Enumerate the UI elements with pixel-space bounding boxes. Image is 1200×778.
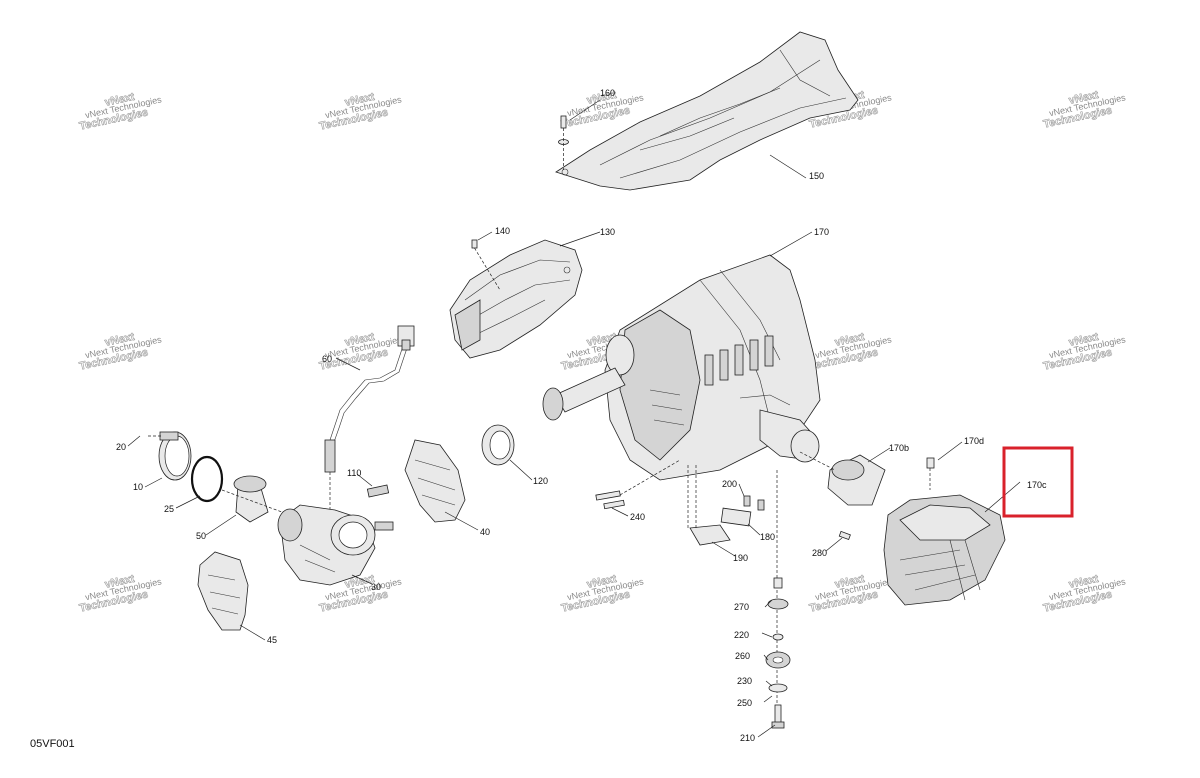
callout-180: 180 [760,532,775,542]
bracket-180-part [720,495,765,527]
callout-25: 25 [164,504,174,514]
callout-240: 240 [630,512,645,522]
callout-120: 120 [533,476,548,486]
clamp-50-part [221,475,291,523]
shield-45-part [197,551,249,631]
bolt-140-part [471,239,501,291]
leader-lines [127,99,1021,738]
callout-20: 20 [116,442,126,452]
connector-110-part [366,484,390,498]
callout-170b: 170b [889,443,909,453]
callout-170: 170 [814,227,829,237]
highlight-box-170c [1002,446,1074,518]
shield-40-part [404,439,466,523]
muffler-part [542,254,821,481]
callout-10: 10 [133,482,143,492]
callout-160: 160 [600,88,615,98]
callout-170d: 170d [964,436,984,446]
callout-200: 200 [722,479,737,489]
callout-210: 210 [740,733,755,743]
callout-170c: 170c [1027,480,1047,490]
callout-140: 140 [495,226,510,236]
callout-280: 280 [812,548,827,558]
callout-labels: 160 150 140 130 170 60 20 10 25 50 110 120 40 30 45 200… [116,88,1047,743]
callout-270: 270 [734,602,749,612]
heat-shield-part [555,31,859,191]
elbow-30-part [277,504,394,586]
callout-110: 110 [347,468,361,478]
callout-60: 60 [322,354,332,364]
callout-250: 250 [737,698,752,708]
bolt-160-part [558,115,569,170]
oxygen-sensor-part [324,325,415,510]
tip-170b-part [799,451,886,506]
bolts-240-part [595,459,681,510]
callout-40: 40 [480,527,490,537]
bolt-170d-part [926,457,935,490]
callout-50: 50 [196,531,206,541]
plate-190-part [687,465,731,546]
diagram-code: 05VF001 [30,738,75,750]
callout-45: 45 [267,635,277,645]
callout-230: 230 [737,676,752,686]
mount-stack-part [765,470,791,729]
clamp-10-part [148,431,192,481]
end-cover-170c-part [883,494,1006,606]
callout-220: 220 [734,630,749,640]
gasket-25-part [190,455,224,503]
bolt-280-part [838,530,851,541]
callout-260: 260 [735,651,750,661]
callout-30: 30 [371,582,381,592]
ring-120-part [481,424,515,466]
callout-190: 190 [733,553,748,563]
callout-150: 150 [809,171,824,181]
callout-130: 130 [600,227,615,237]
guard-130-part [449,239,583,359]
